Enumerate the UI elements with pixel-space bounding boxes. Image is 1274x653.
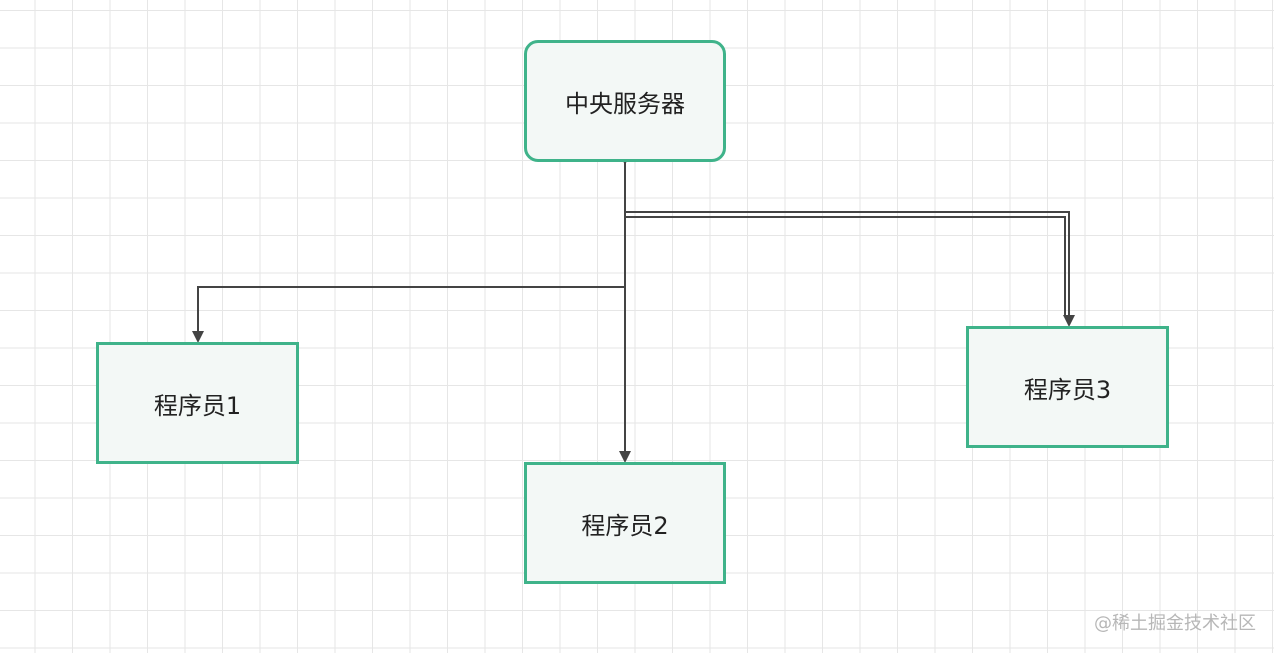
- node-label-server: 中央服务器: [565, 89, 685, 118]
- node-programmer-1[interactable]: 程序员1: [96, 342, 299, 464]
- node-central-server[interactable]: 中央服务器: [524, 40, 726, 162]
- node-programmer-2[interactable]: 程序员2: [524, 462, 726, 584]
- node-label-p2: 程序员2: [581, 511, 669, 540]
- node-programmer-3[interactable]: 程序员3: [966, 326, 1169, 448]
- node-label-p3: 程序员3: [1023, 375, 1112, 404]
- node-label-p1: 程序员1: [153, 391, 242, 420]
- watermark: @稀土掘金技术社区: [1094, 613, 1256, 634]
